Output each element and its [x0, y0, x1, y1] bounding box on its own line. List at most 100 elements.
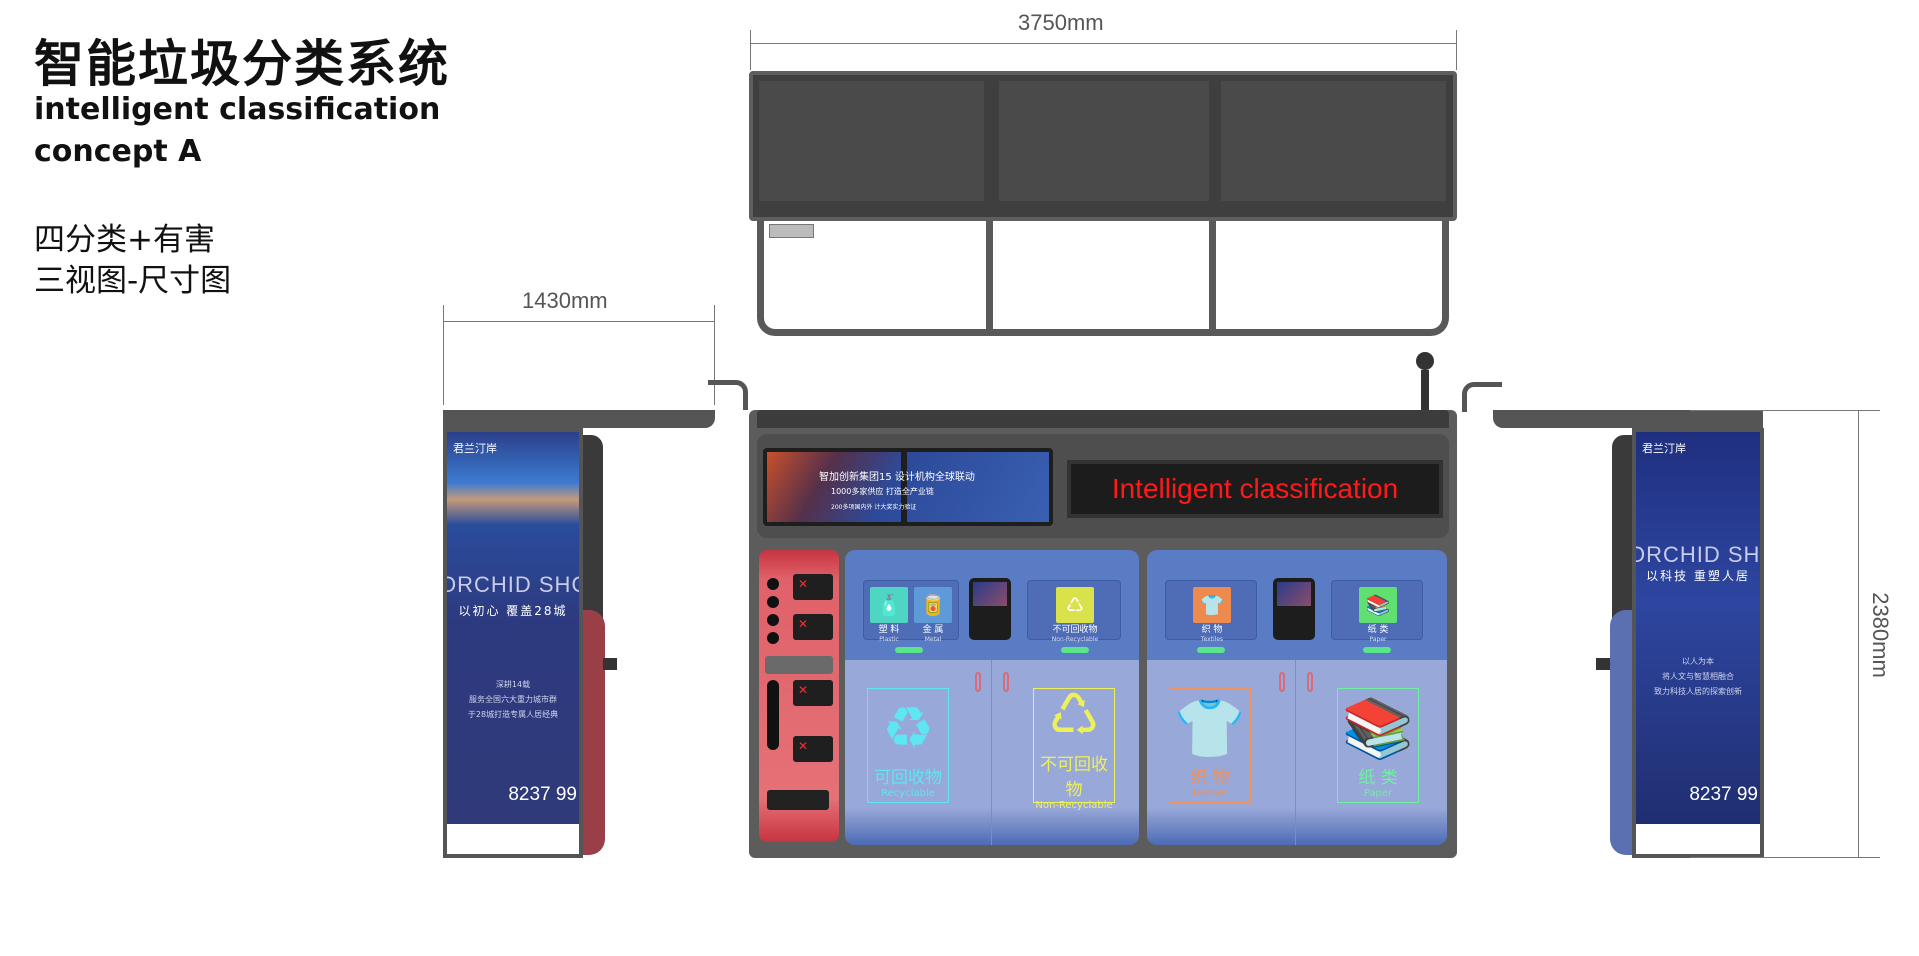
terminal-screen[interactable]	[1277, 582, 1311, 606]
poster-brand: 君兰汀岸	[1642, 442, 1686, 455]
door-handle[interactable]	[975, 672, 981, 692]
button[interactable]	[767, 596, 779, 608]
poster-body-line: 深耕14载	[495, 680, 531, 689]
poster-body-line: 于28城打造专属人居经典	[467, 710, 559, 719]
subtitle-line1: 四分类+有害	[34, 222, 215, 258]
joint-post	[1421, 370, 1429, 410]
status-led	[1061, 647, 1089, 653]
button[interactable]	[767, 632, 779, 644]
right-roof-edge	[1493, 410, 1763, 428]
right-handle	[1596, 658, 1610, 670]
terminal-screen[interactable]	[973, 582, 1007, 606]
door-paper[interactable]: 📚 纸 类 Paper	[1337, 688, 1419, 803]
poster-body: 深耕14载 服务全国六大重力城市群 于28城打造专属人居经典	[447, 677, 579, 722]
left-handle	[603, 658, 617, 670]
door-en: Non-Recyclable	[1035, 800, 1113, 811]
roof-section	[1221, 81, 1446, 201]
non-recycle-icon: ♺	[1048, 681, 1100, 749]
slot-en: Paper	[1369, 636, 1387, 643]
hazard-slot-close-icon[interactable]: ✕	[793, 736, 833, 762]
poster-footer	[447, 824, 579, 854]
poster-slogan: 以科技 重塑人居	[1646, 569, 1750, 583]
top-width-dimension-line	[750, 43, 1457, 44]
slot-cn: 金 属	[922, 625, 944, 635]
english-title-line2: concept A	[34, 134, 202, 169]
battery-slot[interactable]	[765, 656, 833, 674]
slot-cn: 织 物	[1201, 625, 1223, 635]
recycle-icon: ♻	[882, 693, 934, 762]
user-terminal[interactable]	[969, 578, 1011, 640]
non-recycle-icon: ♺	[1056, 587, 1094, 623]
slot-en: Non-Recyclable	[1051, 636, 1099, 643]
slot-en: Textiles	[1200, 636, 1224, 643]
dimension-tick	[443, 305, 444, 405]
button[interactable]	[767, 614, 779, 626]
dimension-tick	[1690, 857, 1880, 858]
door-cn: 织 物	[1190, 767, 1230, 788]
door-non-recyclable[interactable]: ♺ 不可回收物 Non-Recyclable	[1033, 681, 1115, 811]
glass-slot[interactable]	[767, 790, 829, 810]
poster-phone: 8237 99	[1689, 784, 1758, 805]
tshirt-icon: 👕	[1193, 587, 1231, 623]
frame-divider	[1209, 221, 1216, 336]
door-handle[interactable]	[1003, 672, 1009, 692]
subtitle-line2: 三视图-尺寸图	[34, 263, 232, 299]
slot-cn: 不可回收物	[1052, 625, 1098, 635]
door-recyclable[interactable]: ♻ 可回收物 Recyclable	[867, 688, 949, 803]
poster-phone: 8237 99	[508, 784, 577, 805]
status-led	[1197, 647, 1225, 653]
ad-screen: 智加创新集团15 设计机构全球联动 1000多家供应 打造全产业链 200多项国…	[763, 448, 1053, 526]
poster-headline: ORCHID SHORE	[443, 572, 579, 597]
can-icon: 🥫	[914, 587, 952, 623]
user-terminal[interactable]	[1273, 578, 1315, 640]
poster-headline: ORCHID SHORE	[1632, 542, 1761, 567]
tshirt-icon: 👕	[1173, 693, 1247, 762]
display-bay: 智加创新集团15 设计机构全球联动 1000多家供应 打造全产业链 200多项国…	[757, 434, 1449, 538]
height-dimension-line	[1858, 410, 1859, 858]
joint-knob	[1416, 352, 1434, 370]
paper-stack-icon: 📚	[1359, 587, 1397, 623]
door-area: ♻ 可回收物 Recyclable ♺ 不可回收物 Non-Recyclable	[845, 660, 1139, 845]
height-label: 2380mm	[1868, 592, 1893, 678]
front-view: 智加创新集团15 设计机构全球联动 1000多家供应 打造全产业链 200多项国…	[749, 410, 1457, 858]
top-width-label: 3750mm	[1018, 10, 1104, 35]
led-display: Intelligent classification	[1067, 460, 1443, 518]
poster-body-line: 以人为本	[1682, 657, 1714, 666]
side-depth-dimension-line	[443, 321, 714, 322]
slot-cn: 塑 料	[878, 625, 900, 635]
ad-screen-image	[767, 452, 1049, 522]
door-handle[interactable]	[1307, 672, 1313, 692]
front-roof-strip	[757, 410, 1449, 428]
ad-line3: 200多项国内外 计大奖实力验证	[831, 504, 917, 511]
top-view	[749, 71, 1457, 341]
slot-en: Metal	[924, 636, 942, 643]
hazard-slot-close-icon[interactable]: ✕	[793, 680, 833, 706]
ad-line1: 智加创新集团15 设计机构全球联动	[819, 472, 975, 483]
door-textiles[interactable]: 👕 织 物 Textiles	[1169, 688, 1251, 803]
hazard-slot-close-icon[interactable]: ✕	[793, 614, 833, 640]
lamp-tube-slot[interactable]	[767, 680, 779, 750]
door-cn: 不可回收物	[1040, 755, 1108, 800]
poster-body-line: 致力科技人居的探索创新	[1654, 687, 1742, 696]
door-seam	[1295, 660, 1296, 845]
door-cn: 纸 类	[1358, 767, 1398, 788]
door-handle[interactable]	[1279, 672, 1285, 692]
left-roof-hook	[708, 380, 748, 410]
dimension-tick	[1690, 410, 1880, 411]
side-depth-label: 1430mm	[522, 288, 608, 313]
door-en: Recyclable	[881, 787, 935, 799]
hazard-slot-close-icon[interactable]: ✕	[793, 574, 833, 600]
poster-body-line: 服务全国六大重力城市群	[469, 695, 557, 704]
door-cn: 可回收物	[874, 767, 942, 788]
button[interactable]	[767, 578, 779, 590]
door-seam	[991, 660, 992, 845]
screen-seam	[901, 452, 907, 522]
